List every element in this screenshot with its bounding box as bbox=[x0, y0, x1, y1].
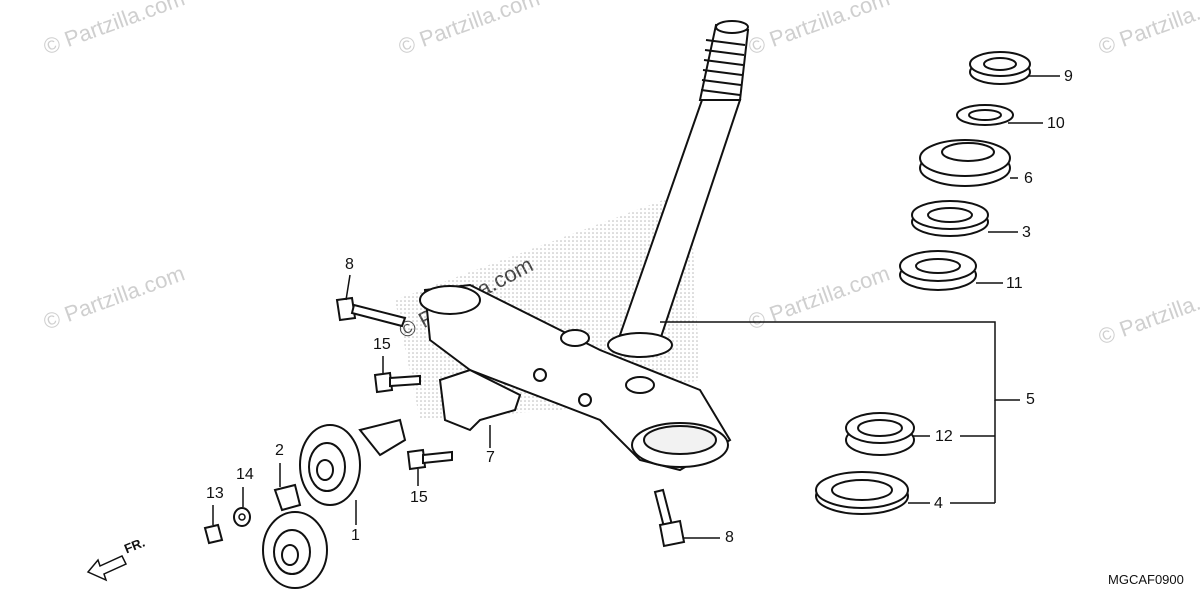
callout-8-lower: 8 bbox=[725, 529, 734, 546]
bolt-15-upper bbox=[373, 371, 421, 394]
callout-15-lower: 15 bbox=[410, 489, 428, 506]
bolt-8-lower bbox=[653, 488, 686, 548]
horn-bracket bbox=[438, 368, 522, 432]
callout-12: 12 bbox=[935, 428, 953, 445]
callout-14: 14 bbox=[236, 466, 254, 483]
callout-11: 11 bbox=[1006, 275, 1023, 292]
callout-15-upper: 15 bbox=[373, 336, 391, 353]
callout-7: 7 bbox=[486, 449, 495, 466]
lower-bearing bbox=[845, 412, 915, 456]
upper-bearing bbox=[899, 250, 977, 291]
bolt-15-lower bbox=[406, 448, 453, 471]
upper-bearing-race bbox=[911, 200, 989, 237]
horn-stay bbox=[273, 483, 302, 512]
leader-lines bbox=[212, 75, 1060, 539]
lower-bearing-race bbox=[815, 471, 909, 515]
callout-8-upper: 8 bbox=[345, 256, 354, 273]
adjusting-nut bbox=[919, 139, 1011, 187]
lower-triple-clamp bbox=[419, 283, 732, 472]
nut bbox=[203, 523, 224, 545]
callout-5: 5 bbox=[1026, 391, 1035, 408]
callout-3: 3 bbox=[1022, 224, 1031, 241]
callout-10: 10 bbox=[1047, 115, 1065, 132]
callout-4: 4 bbox=[934, 495, 943, 512]
callout-9: 9 bbox=[1064, 68, 1073, 85]
callout-6: 6 bbox=[1024, 170, 1033, 187]
callout-13: 13 bbox=[206, 485, 224, 502]
steering-stem bbox=[607, 20, 750, 358]
front-arrow bbox=[86, 555, 128, 582]
lock-washer bbox=[956, 104, 1014, 126]
callout-2: 2 bbox=[275, 442, 284, 459]
bolt-8-upper bbox=[335, 296, 407, 328]
lock-nut bbox=[969, 51, 1031, 85]
diagram-code: MGCAF0900 bbox=[1108, 572, 1184, 587]
horn-upper bbox=[299, 418, 407, 506]
callout-1: 1 bbox=[351, 527, 360, 544]
horn-lower bbox=[262, 511, 328, 589]
